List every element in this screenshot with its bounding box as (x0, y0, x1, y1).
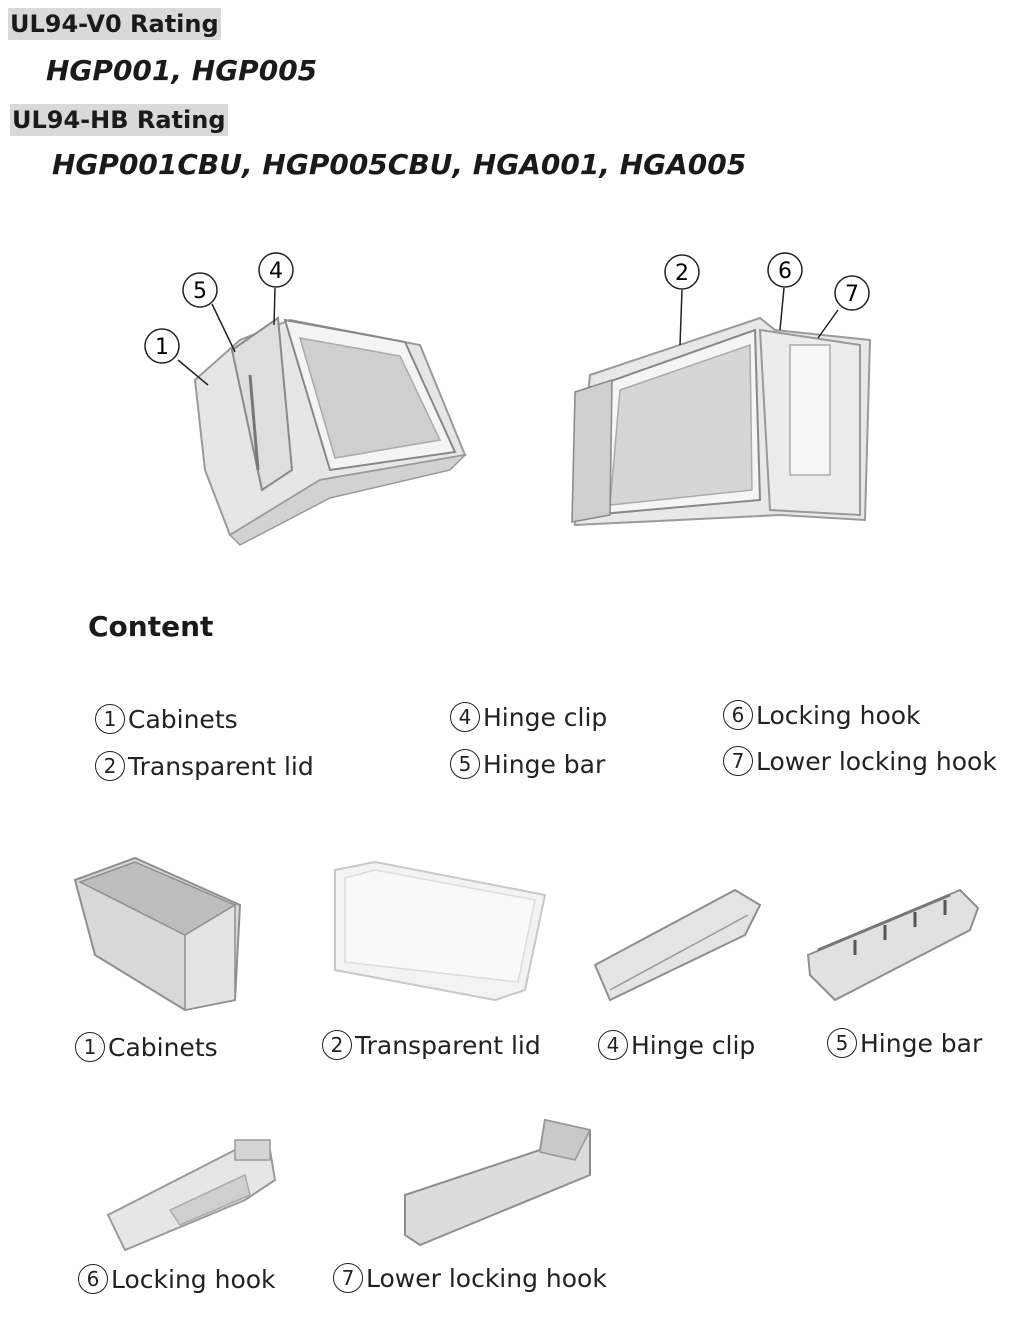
legend-label: Hinge clip (483, 702, 608, 732)
part-label: Hinge bar (860, 1028, 983, 1058)
hinge-bar-illustration (806, 888, 980, 1002)
enclosure-front-illustration: 1 5 4 2 6 7 (144, 252, 872, 546)
rating-label-v0: UL94-V0 Rating (8, 8, 221, 40)
callout-6: 6 (778, 259, 792, 284)
lower-locking-hook-illustration (404, 1118, 592, 1247)
legend-number: 1 (95, 704, 125, 734)
part-number: 4 (598, 1030, 628, 1060)
callout-2: 2 (675, 261, 689, 286)
callout-7: 7 (845, 282, 859, 307)
transparent-lid-illustration (334, 860, 547, 1002)
legend-number: 5 (450, 749, 480, 779)
legend-number: 4 (450, 702, 480, 732)
part-number: 7 (333, 1263, 363, 1293)
part-label: Transparent lid (355, 1030, 541, 1060)
legend-label: Locking hook (756, 700, 921, 730)
part-label: Cabinets (108, 1032, 218, 1062)
legend-number: 7 (723, 746, 753, 776)
part-number: 6 (78, 1264, 108, 1294)
content-title: Content (88, 610, 214, 643)
hinge-clip-illustration (593, 888, 762, 1002)
rating-label-hb: UL94-HB Rating (10, 104, 228, 136)
callout-1: 1 (155, 335, 169, 360)
legend-label: Transparent lid (128, 751, 314, 781)
legend-label: Cabinets (128, 704, 238, 734)
callout-5: 5 (193, 279, 207, 304)
cabinet-illustration (73, 856, 242, 1012)
part-label: Lower locking hook (366, 1263, 607, 1293)
part-label: Locking hook (111, 1264, 276, 1294)
callout-4: 4 (269, 259, 283, 284)
legend-number: 2 (95, 751, 125, 781)
legend-number: 6 (723, 700, 753, 730)
part-label: Hinge clip (631, 1030, 756, 1060)
legend-label: Lower locking hook (756, 746, 997, 776)
part-number: 5 (827, 1028, 857, 1058)
part-number: 1 (75, 1032, 105, 1062)
locking-hook-illustration (106, 1139, 277, 1252)
legend-label: Hinge bar (483, 749, 606, 779)
rating-models-hb: HGP001CBU, HGP005CBU, HGA001, HGA005 (52, 148, 747, 181)
rating-models-v0: HGP001, HGP005 (46, 54, 318, 87)
part-number: 2 (322, 1030, 352, 1060)
